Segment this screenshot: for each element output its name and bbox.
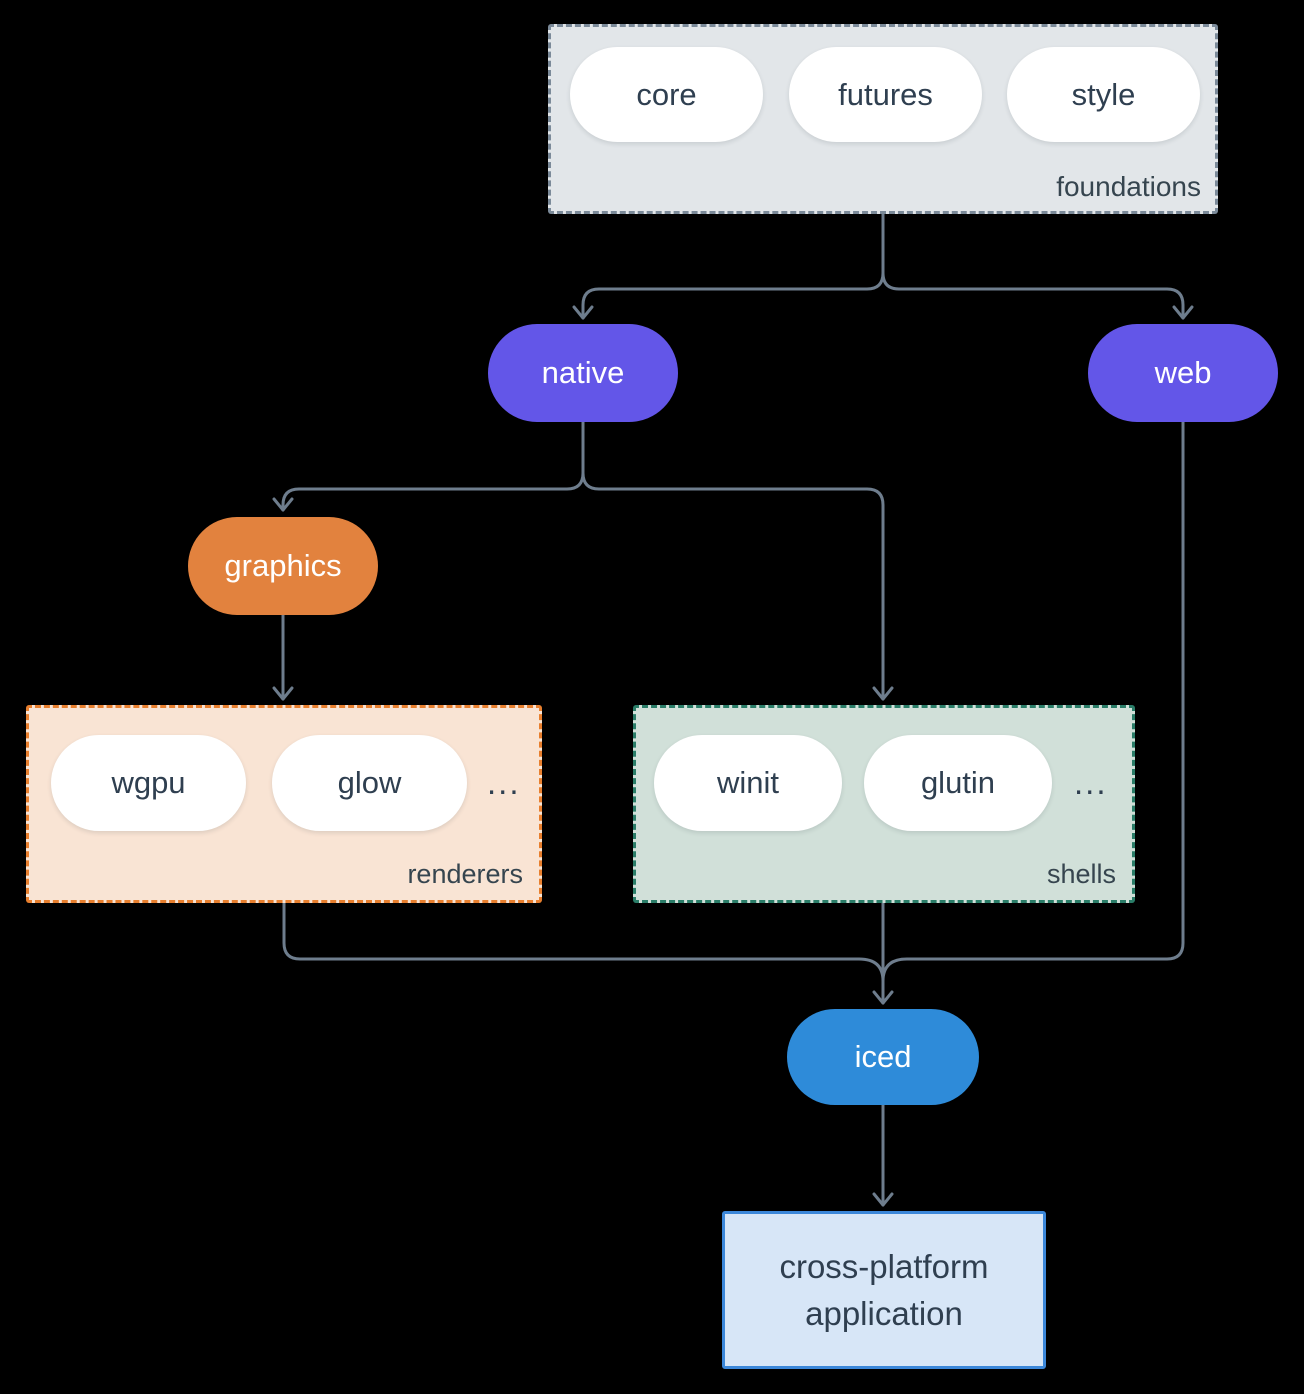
edge-native-shells bbox=[581, 420, 894, 701]
edge-foundations-native bbox=[572, 212, 885, 320]
node-web-label: web bbox=[1154, 355, 1212, 390]
group-foundations: core futures style foundations bbox=[548, 24, 1218, 214]
node-wgpu-label: wgpu bbox=[111, 765, 186, 800]
node-native: native bbox=[488, 324, 678, 422]
edge-foundations-web bbox=[881, 212, 1194, 320]
node-glow: glow bbox=[272, 735, 467, 831]
node-futures-label: futures bbox=[838, 76, 933, 112]
node-native-label: native bbox=[541, 355, 625, 390]
node-glutin: glutin bbox=[864, 735, 1052, 831]
group-renderers: wgpu glow ... renderers bbox=[26, 705, 542, 903]
node-core-label: core bbox=[636, 76, 697, 112]
node-graphics: graphics bbox=[188, 517, 378, 615]
node-graphics-label: graphics bbox=[224, 548, 342, 583]
node-winit-label: winit bbox=[716, 765, 779, 800]
node-iced: iced bbox=[787, 1009, 979, 1105]
node-iced-label: iced bbox=[854, 1039, 912, 1074]
node-wgpu: wgpu bbox=[51, 735, 246, 831]
node-glow-label: glow bbox=[337, 765, 402, 800]
node-application-line2: application bbox=[805, 1295, 963, 1332]
edge-native-graphics bbox=[272, 420, 585, 512]
node-glutin-label: glutin bbox=[920, 765, 996, 800]
node-style-label: style bbox=[1071, 76, 1136, 112]
node-web: web bbox=[1088, 324, 1278, 422]
group-shells-label: shells bbox=[1046, 859, 1116, 889]
node-futures: futures bbox=[789, 47, 982, 142]
edge-renderers-iced bbox=[282, 901, 885, 990]
node-application-line1: cross-platform bbox=[779, 1248, 989, 1285]
group-shells: winit glutin ... shells bbox=[633, 705, 1135, 903]
renderers-ellipsis: ... bbox=[487, 764, 521, 801]
node-application: cross-platform application bbox=[722, 1211, 1046, 1369]
group-renderers-label: renderers bbox=[407, 859, 523, 889]
node-winit: winit bbox=[654, 735, 842, 831]
shells-ellipsis: ... bbox=[1074, 764, 1108, 801]
node-core: core bbox=[570, 47, 763, 142]
node-style: style bbox=[1007, 47, 1200, 142]
group-foundations-label: foundations bbox=[1056, 171, 1201, 202]
